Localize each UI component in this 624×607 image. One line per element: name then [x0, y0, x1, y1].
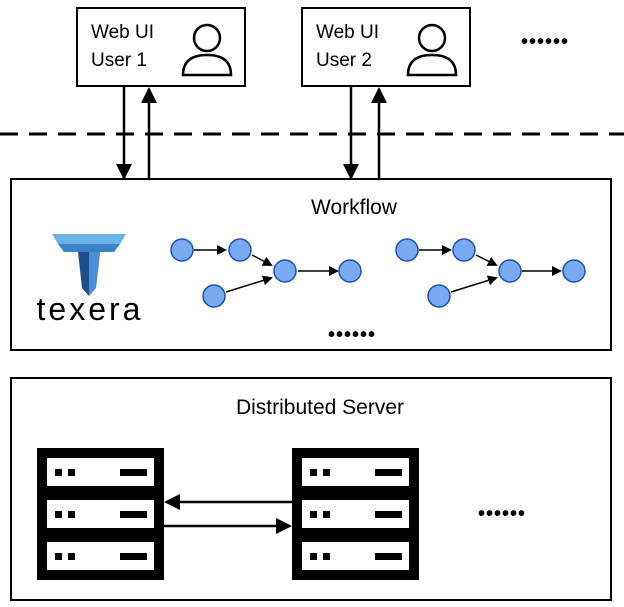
user-1-line2: User 1: [91, 50, 147, 71]
workflow-node: [273, 259, 297, 283]
workflow-box: Workflow texera: [10, 178, 612, 351]
user-2-box: Web UI User 2: [301, 7, 471, 87]
workflow-node: [427, 284, 451, 308]
user-2-arrows: [343, 86, 387, 180]
texera-logo: texera: [37, 234, 144, 327]
workflow-node: [228, 238, 252, 262]
user-1-box: Web UI User 1: [76, 7, 246, 87]
user-1-arrows: [116, 86, 157, 180]
workflow-node: [170, 238, 194, 262]
more-servers-ellipsis: ••••••: [478, 503, 526, 525]
server-rack-icon: [37, 448, 164, 580]
workflow-node: [202, 284, 226, 308]
user-icon: [406, 23, 458, 77]
workflow-graph-2: [395, 238, 586, 308]
workflow-node: [452, 238, 476, 262]
more-users-ellipsis: ••••••: [521, 31, 569, 53]
user-1-line1: Web UI: [91, 22, 154, 43]
workflow-node: [562, 259, 586, 283]
workflow-graph-1: [170, 238, 362, 308]
server-title: Distributed Server: [236, 396, 404, 419]
user-2-line1: Web UI: [316, 22, 379, 43]
workflow-title: Workflow: [311, 196, 398, 219]
user-icon: [181, 23, 233, 77]
server-rack-icon: [292, 448, 419, 580]
workflow-node: [395, 238, 419, 262]
user-2-line2: User 2: [316, 50, 372, 71]
more-workflows-ellipsis: ••••••: [328, 324, 376, 346]
server-sync-arrows: [164, 494, 292, 534]
workflow-node: [498, 259, 522, 283]
server-box: Distributed Server ••••••: [10, 377, 612, 601]
workflow-node: [338, 259, 362, 283]
logo-text: texera: [37, 291, 144, 327]
